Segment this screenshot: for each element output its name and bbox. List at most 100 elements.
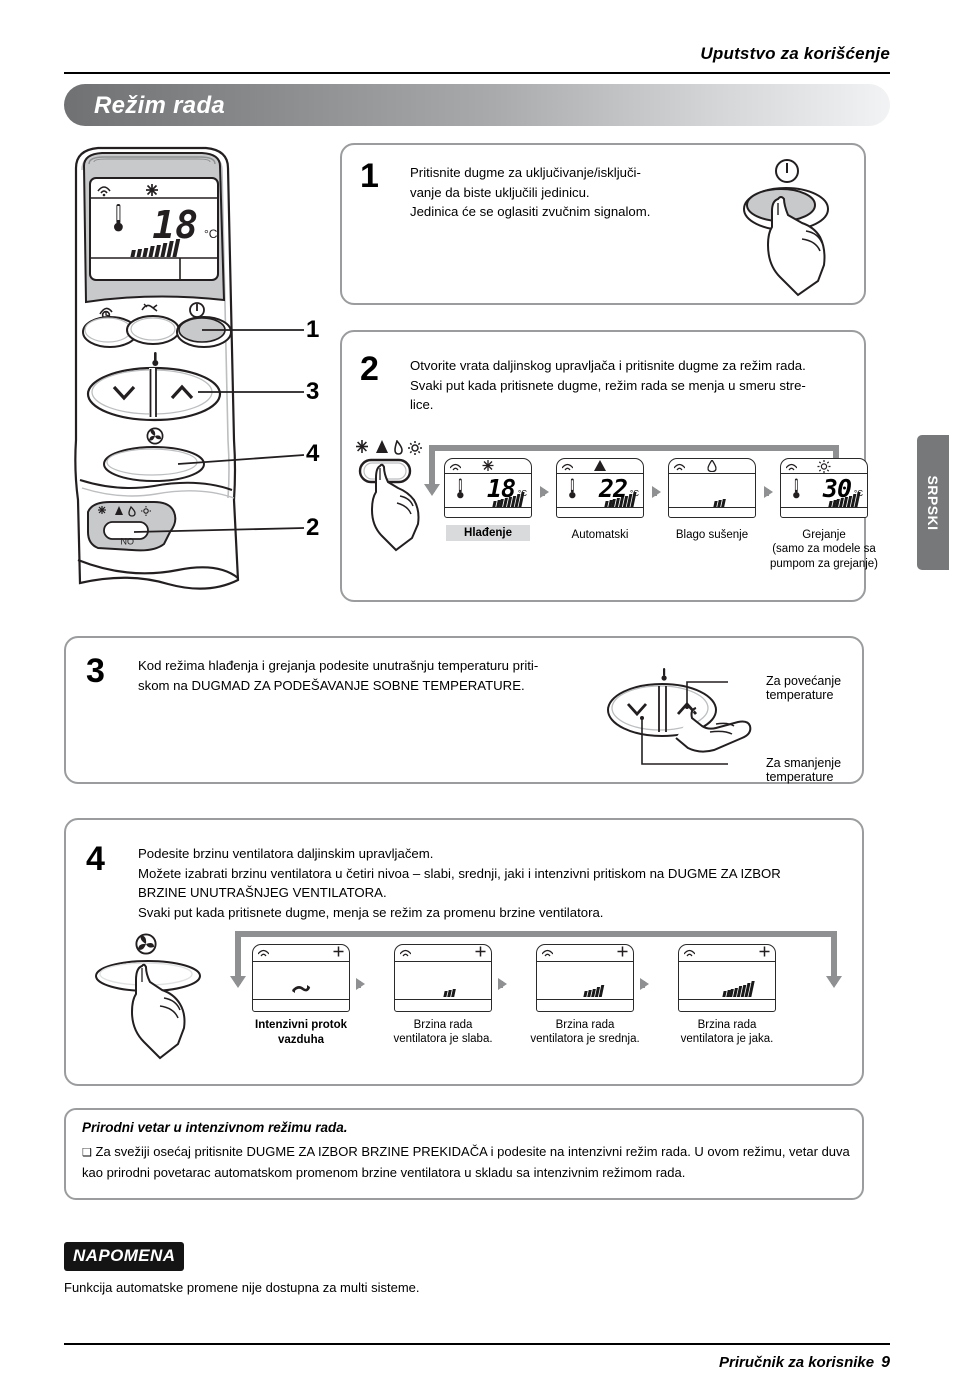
mode-lcd-3: 30 °C [780,458,868,518]
mode-button [103,521,149,540]
plus-icon [617,946,628,960]
hand-pointer-icon [766,196,826,297]
mode-label-1: Automatski [571,529,629,541]
thermometer-icon-small [152,352,159,366]
signal-icon [785,462,798,473]
mode-temperature-1: 22 [598,474,628,503]
hand-pointer-icon [675,707,752,753]
fan-lcd-1 [394,944,492,1012]
language-side-tab: SRPSKI [917,435,949,570]
fan-label-3-sub: ventilatora je jaka. [680,1033,774,1045]
mode-label-3: Grejanje [802,529,846,541]
note-body: ❑ Za svežiji osećaj pritisnite DUGME ZA … [82,1142,852,1183]
fan-button-illustration [95,933,201,1060]
mode-button-illustration [356,440,422,552]
flow-arrow [764,486,773,498]
natural-wind-note-box: Prirodni vetar u intenzivnom režimu rada… [64,1108,864,1200]
fan-speed-flow: Intenzivni protok vazduha Brzina rada ve… [222,931,852,1077]
fan-label-2: Brzina rada [555,1019,615,1031]
fan-bars [130,239,181,257]
fan-label-3: Brzina rada [697,1019,757,1031]
napomena-badge: NAPOMENA [64,1242,185,1271]
step-4-number: 4 [86,840,105,878]
auto-triangle-icon [594,460,606,474]
mode-label-3-sub: (samo za modele sa pumpom za grejanje) [769,543,879,570]
signal-icon [399,948,412,959]
step-3-number: 3 [86,652,105,690]
footer-label: Priručnik za korisnike [719,1354,875,1371]
fan-icon [135,933,157,955]
snowflake-icon [482,460,494,474]
fan-lcd-3 [678,944,776,1012]
callout-4: 4 [306,440,320,467]
on-label: ON [121,536,135,546]
step-1-panel: 1 Pritisnite dugme za uključivanje/isklj… [340,143,866,305]
fan-bars [721,981,755,997]
temp-decrease-label: Za smanjenje temperature [766,756,842,784]
fan-bars [491,492,525,507]
note-body-text: Za svežiji osećaj pritisnite DUGME ZA IZ… [82,1144,850,1180]
hand-pointer-icon [370,463,420,552]
step-3-text: Kod režima hlađenja i grejanja podesite … [138,658,539,693]
mode-flow: 18 °C 22 °C [418,444,878,574]
signal-icon [257,948,270,959]
sun-icon [817,460,831,476]
fan-label-1-sub: ventilatora je slaba. [393,1033,493,1045]
step-2-text: Otvorite vrata daljinskog upravljača i p… [410,358,806,412]
header-divider [64,72,890,74]
plus-icon [333,946,344,960]
fan-lcd-2 [536,944,634,1012]
step-1-number: 1 [360,157,379,195]
step-2-number: 2 [360,350,379,388]
mode-icons-row [98,505,151,517]
language-side-tab-label: SRPSKI [925,474,941,531]
chevron-up-icon [170,384,194,400]
mode-label-2: Blago sušenje [675,529,749,541]
signal-icon [97,186,111,197]
step-1-text: Pritisnite dugme za uključivanje/isključ… [410,165,651,219]
plus-icon [475,946,486,960]
chevron-down-icon [626,703,648,717]
temp-buttons-illustration [607,668,752,765]
napomena-text: Funkcija automatske promene nije dostupn… [64,1280,420,1295]
flow-arrow [652,486,661,498]
callout-1: 1 [306,316,320,343]
snowflake-icon [146,184,158,196]
note-title: Prirodni vetar u intenzivnom režimu rada… [82,1120,348,1135]
page-title: Režim rada [94,92,226,119]
plus-icon [759,946,770,960]
footer-divider [64,1343,890,1345]
fan-label-0: Intenzivni protok vazduha [255,1019,347,1046]
fan-bars [603,492,637,507]
flow-arrow [498,978,507,990]
chevron-down-icon [112,385,136,401]
signal-icon [541,948,554,959]
remote-control-illustration: 18 °C [58,140,338,590]
signal-icon [561,462,574,473]
callout-line-4 [177,454,305,465]
step-2-panel: 2 Otvorite vrata daljinskog upravljača i… [340,330,878,602]
step-4-text: Podesite brzinu ventilatora daljinskim u… [138,846,781,920]
step-4-panel: 4 Podesite brzinu ventilatora daljinskim… [64,818,864,1086]
running-head: Uputstvo za korišćenje [700,44,890,63]
flow-arrow [356,978,365,990]
bullet-icon: ❑ [82,1147,92,1159]
mode-temperature-3: 30 [822,474,852,503]
callout-line-up [686,681,728,707]
remote-control-svg: 18 °C [74,146,305,590]
droplet-icon [707,459,717,475]
lcd-temperature: 18 [152,203,198,247]
flow-arrow [640,978,649,990]
signal-icon [683,948,696,959]
step-1-illustration [743,159,829,297]
callout-line-2 [133,527,305,533]
fan-bars [443,989,456,997]
temp-increase-label: Za povećanje temperature [766,674,842,702]
callout-line-down [641,718,728,765]
mode-label-0: Hlađenje [428,525,548,541]
fan-label-2-sub: ventilatora je srednja. [530,1033,640,1045]
callout-2: 2 [306,514,320,541]
jet-icon [141,303,158,312]
fan-bars [583,985,605,997]
